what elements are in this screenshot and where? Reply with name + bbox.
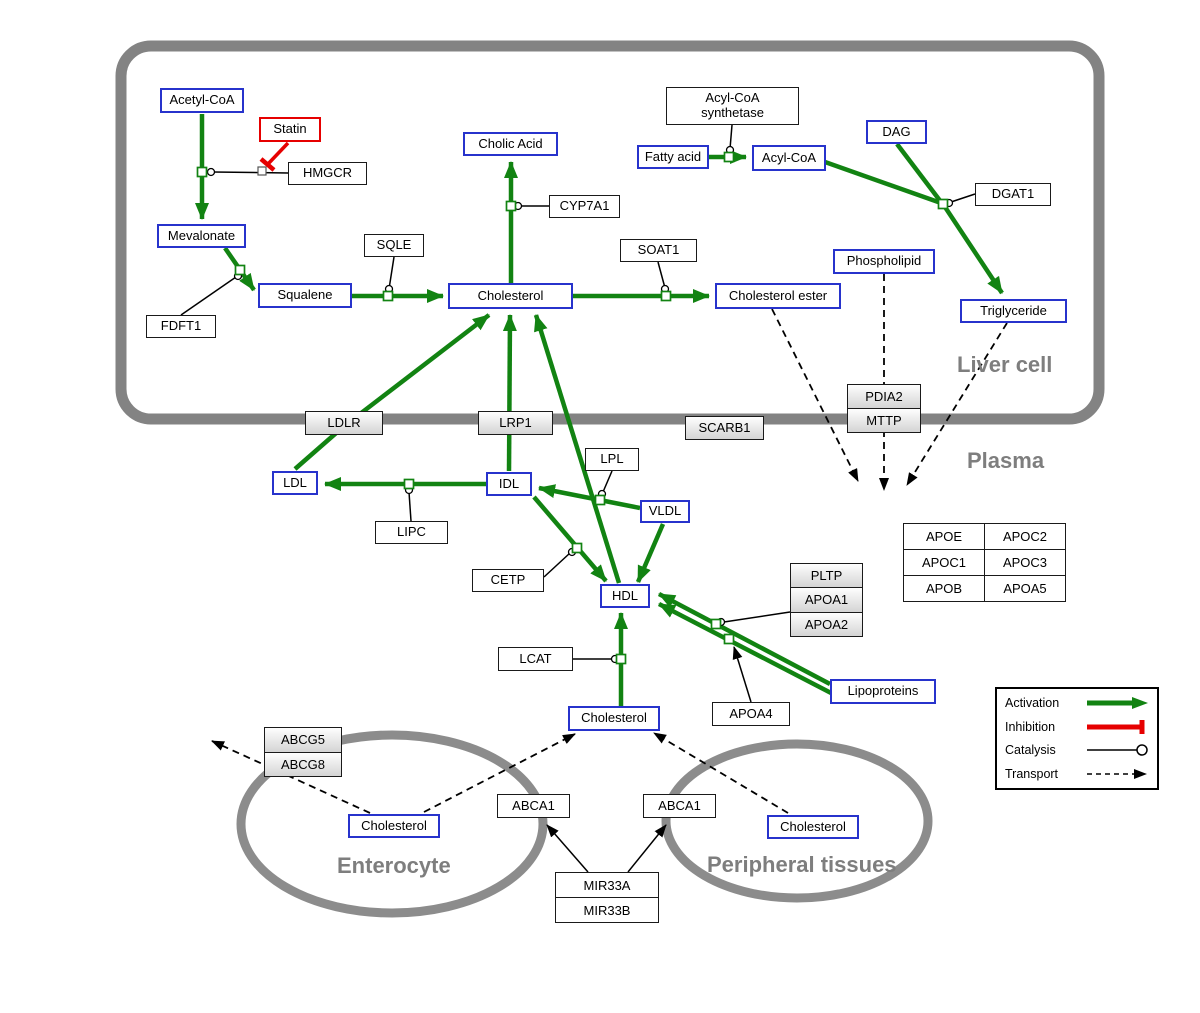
node-acetyl-coa[interactable]: Acetyl-CoA [160,88,244,113]
legend-catalysis-row: Catalysis [1005,739,1149,761]
node-fatty-acid[interactable]: Fatty acid [637,145,709,169]
plasma-label: Plasma [967,448,1045,473]
node-pdia2[interactable]: PDIA2 [848,385,920,408]
abcg-stack: ABCG5 ABCG8 [264,727,342,777]
node-dag[interactable]: DAG [866,120,927,144]
node-cholesterol-peripheral[interactable]: Cholesterol [767,815,859,839]
node-apob[interactable]: APOB [903,575,984,601]
node-apoc1[interactable]: APOC1 [903,549,984,575]
catalysis-circle-glyph [1087,744,1148,756]
inhibition-tbar-glyph [1087,719,1145,734]
node-idl[interactable]: IDL [486,472,532,496]
enterocyte-label: Enterocyte [337,853,451,878]
node-dgat1[interactable]: DGAT1 [975,183,1051,206]
node-cholesterol-enterocyte[interactable]: Cholesterol [348,814,440,838]
node-cholesterol-ester[interactable]: Cholesterol ester [715,283,841,309]
node-mttp[interactable]: MTTP [848,408,920,432]
node-cetp[interactable]: CETP [472,569,544,592]
node-cholesterol-plasma[interactable]: Cholesterol [568,706,660,731]
node-apoe[interactable]: APOE [903,523,984,549]
node-cholic-acid[interactable]: Cholic Acid [463,132,558,156]
node-cholesterol-liver[interactable]: Cholesterol [448,283,573,309]
pltp-apoa-stack: PLTP APOA1 APOA2 [790,563,863,637]
node-lpl[interactable]: LPL [585,448,639,471]
liver-cell-membrane [115,40,1105,425]
legend: Activation Inhibition Catalysis Transpor… [995,687,1159,790]
apolipoprotein-table: APOE APOC2 APOC1 APOC3 APOB APOA5 [903,523,1066,602]
black-arrow-edges [546,646,752,873]
node-acyl-coa-synthetase[interactable]: Acyl-CoA synthetase [666,87,799,125]
node-ldlr[interactable]: LDLR [305,411,383,435]
node-apoc3[interactable]: APOC3 [984,549,1065,575]
node-vldl[interactable]: VLDL [640,500,690,523]
reaction-node-squares [196,151,949,665]
mir33-stack: MIR33A MIR33B [555,872,659,923]
node-pltp[interactable]: PLTP [791,564,862,588]
node-apoa1[interactable]: APOA1 [791,587,862,612]
node-phospholipid[interactable]: Phospholipid [833,249,935,274]
legend-transport-row: Transport [1005,763,1149,785]
node-abca1-right[interactable]: ABCA1 [643,794,716,818]
activation-arrow-glyph [1087,697,1148,710]
node-lipc[interactable]: LIPC [375,521,448,544]
node-apoc2[interactable]: APOC2 [984,523,1065,549]
node-hdl[interactable]: HDL [600,584,650,608]
legend-activation-label: Activation [1005,696,1060,711]
enterocyte-membrane [236,730,548,918]
node-lcat[interactable]: LCAT [498,647,573,671]
node-triglyceride[interactable]: Triglyceride [960,299,1067,323]
node-statin[interactable]: Statin [259,117,321,142]
node-mir33a[interactable]: MIR33A [583,877,631,893]
legend-transport-label: Transport [1005,766,1059,781]
node-abcg8[interactable]: ABCG8 [265,751,341,776]
legend-catalysis-label: Catalysis [1005,743,1056,758]
catalysis-edges [180,124,976,660]
node-apoa2[interactable]: APOA2 [791,611,862,636]
transport-arrow-glyph [1087,768,1147,779]
node-acyl-coa[interactable]: Acyl-CoA [752,145,826,171]
node-squalene[interactable]: Squalene [258,283,352,308]
legend-activation-row: Activation [1005,692,1149,714]
liver-cell-label: Liver cell [957,352,1053,377]
node-lipoproteins[interactable]: Lipoproteins [830,679,936,704]
node-sqle[interactable]: SQLE [364,234,424,257]
node-fdft1[interactable]: FDFT1 [146,315,216,338]
catalysis-anchor-square [257,166,267,176]
pdia2-mttp-stack: PDIA2 MTTP [847,384,921,433]
node-abca1-left[interactable]: ABCA1 [497,794,570,818]
node-abcg5[interactable]: ABCG5 [265,728,341,752]
legend-inhibition-row: Inhibition [1005,716,1149,738]
node-mevalonate[interactable]: Mevalonate [157,224,246,248]
node-hmgcr[interactable]: HMGCR [288,162,367,185]
peripheral-tissues-label: Peripheral tissues [707,852,897,877]
node-lrp1[interactable]: LRP1 [478,411,553,435]
peripheral-tissues-membrane [661,739,933,903]
node-soat1[interactable]: SOAT1 [620,239,697,262]
node-scarb1[interactable]: SCARB1 [685,416,764,440]
legend-inhibition-label: Inhibition [1005,719,1056,734]
node-apoa4[interactable]: APOA4 [712,702,790,726]
node-ldl[interactable]: LDL [272,471,318,495]
node-cyp7a1[interactable]: CYP7A1 [549,195,620,218]
node-apoa5[interactable]: APOA5 [984,575,1065,601]
inhibition-edge [259,141,290,172]
transport-edges [211,274,1008,814]
node-mir33b[interactable]: MIR33B [556,897,658,922]
